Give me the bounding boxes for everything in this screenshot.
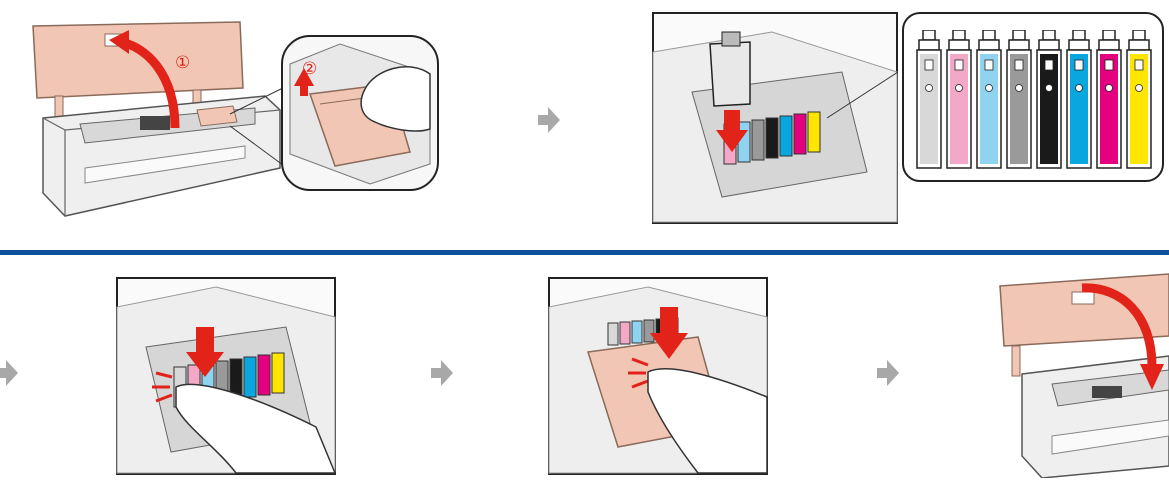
- cover-open-inset: ②: [280, 34, 440, 192]
- cartridge-magenta: [1096, 30, 1122, 170]
- press-cartridge-panel: [116, 277, 336, 475]
- flow-arrow-icon: [538, 107, 560, 133]
- cartridge-light-magenta: [946, 30, 972, 170]
- section-divider: [0, 250, 1169, 255]
- cartridge-install-panel: [652, 12, 898, 224]
- flow-arrow-icon: [431, 360, 453, 386]
- cartridge-cyan: [1066, 30, 1092, 170]
- step-number-1: ①: [175, 53, 190, 73]
- printer-open-illustration: ①: [25, 18, 300, 223]
- cartridge-yellow: [1126, 30, 1152, 170]
- cartridge-gray: [1006, 30, 1032, 170]
- cartridge-black: [1036, 30, 1062, 170]
- printer-closing-illustration: [992, 266, 1169, 478]
- cartridge-light-cyan: [976, 30, 1002, 170]
- flow-arrow-icon: [0, 360, 18, 386]
- cartridge-light-gray: [916, 30, 942, 170]
- flow-arrow-icon: [877, 360, 899, 386]
- step-number-2: ②: [302, 59, 317, 79]
- cartridge-order-inset: [902, 12, 1164, 182]
- close-cover-panel: [548, 277, 768, 475]
